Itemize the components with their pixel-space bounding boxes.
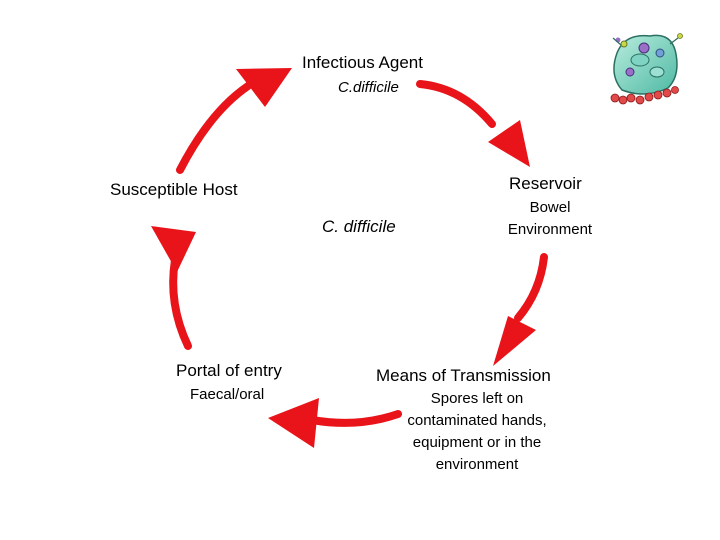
arrow-agent-to-reservoir [416, 80, 530, 167]
infectious-agent-title: Infectious Agent [302, 53, 423, 72]
center-label: C. difficile [322, 217, 396, 236]
reservoir-title: Reservoir [509, 174, 582, 193]
bacteria-illustration-icon [610, 33, 683, 105]
portal-of-entry-title: Portal of entry [176, 361, 282, 380]
infectious-agent-subtitle: C.difficile [338, 79, 399, 96]
arrow-reservoir-to-transmission [493, 253, 548, 366]
reservoir-detail: Bowel Environment [507, 199, 593, 238]
arrow-host-to-agent [176, 68, 292, 174]
arrow-portal-to-host [151, 226, 196, 350]
susceptible-host-title: Susceptible Host [110, 180, 238, 199]
arrow-transmission-to-portal [268, 398, 402, 448]
means-of-transmission-detail: Spores left on contaminated hands, equip… [407, 390, 547, 473]
means-of-transmission-title: Means of Transmission [376, 366, 551, 385]
portal-of-entry-detail: Faecal/oral [190, 386, 265, 403]
